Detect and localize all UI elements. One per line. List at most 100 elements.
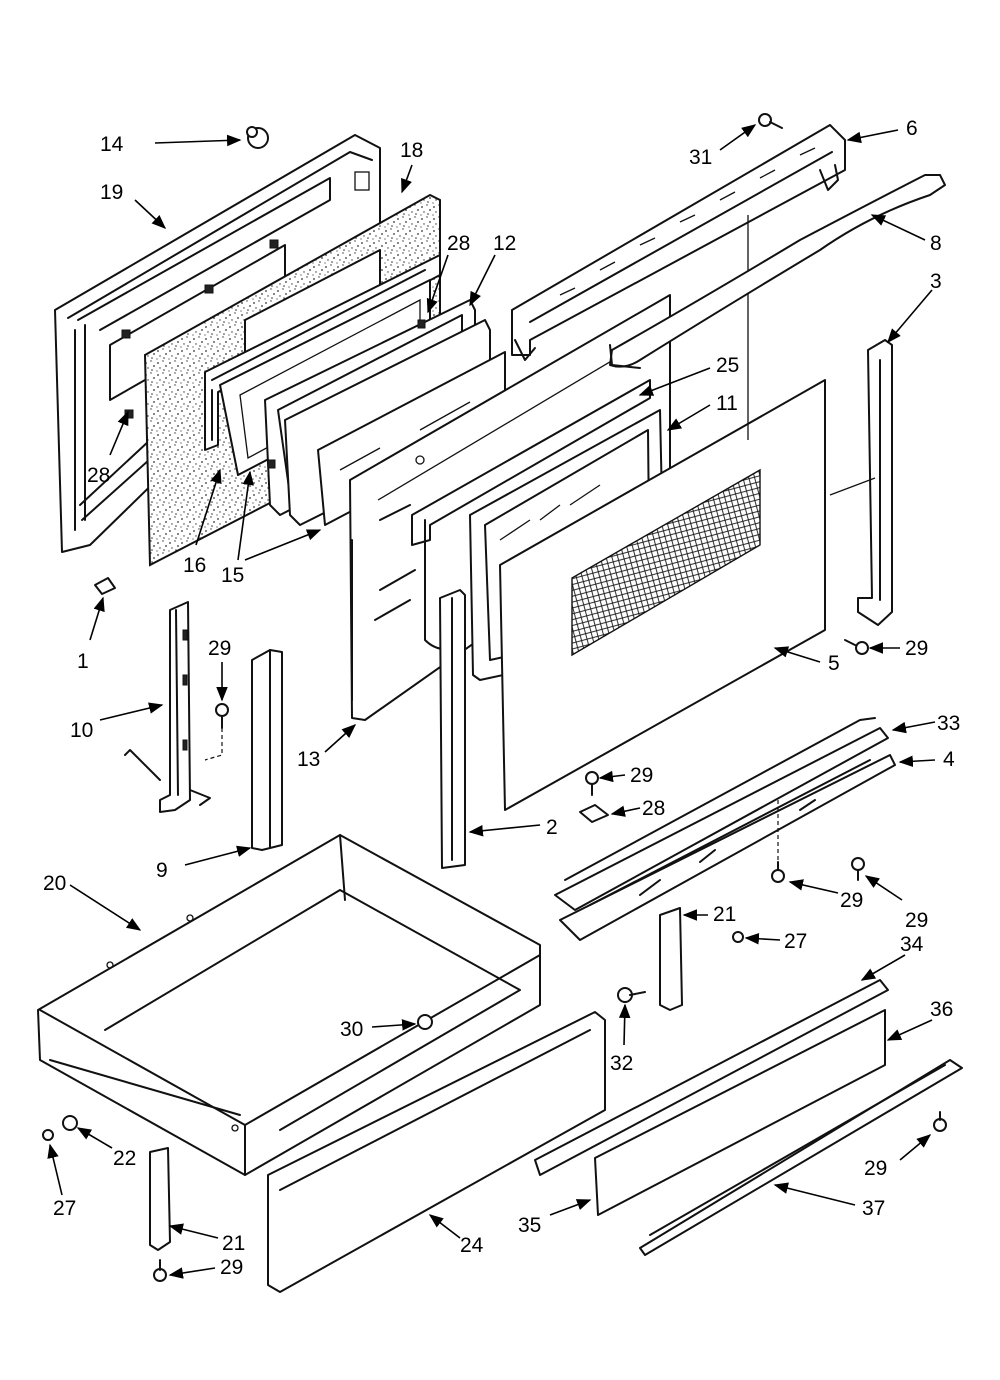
arrow-29-right-b (788, 879, 839, 894)
arrow-19 (134, 199, 167, 229)
arrow-1 (89, 596, 105, 641)
part-29-screw-f (153, 1259, 167, 1282)
arrow-28-mid (610, 805, 641, 817)
part-37-kick-trim (639, 1059, 963, 1256)
arrow-20 (69, 884, 142, 931)
part-34-kick-rail (534, 979, 889, 1176)
arrow-12 (469, 254, 496, 307)
arrow-29-right-c (864, 875, 903, 901)
arrow-15b (244, 529, 322, 561)
label-14: 14 (100, 133, 124, 156)
arrow-21-lower (168, 1223, 219, 1239)
alignment-line-3 (829, 477, 876, 496)
part-31-screw (758, 113, 783, 129)
label-29-left: 29 (208, 637, 231, 660)
part-32-screw (617, 987, 646, 1003)
arrow-4 (898, 755, 936, 768)
arrow-16 (195, 468, 222, 546)
part-2-door-side-trim (439, 589, 466, 869)
label-30: 30 (340, 1018, 363, 1041)
part-29-screw-b (844, 639, 869, 655)
label-31: 31 (689, 146, 712, 169)
label-24: 24 (460, 1234, 484, 1257)
arrow-37 (773, 1182, 856, 1206)
label-18: 18 (400, 139, 423, 162)
part-29-screw-g (933, 1111, 947, 1132)
label-13: 13 (297, 748, 320, 771)
label-29-right-b: 29 (840, 889, 863, 912)
label-34: 34 (900, 933, 924, 956)
label-32: 32 (610, 1052, 633, 1075)
arrow-24 (428, 1214, 461, 1239)
arrow-31 (719, 124, 757, 151)
arrow-28-top (426, 254, 449, 314)
label-3: 3 (930, 270, 942, 293)
part-27-washer-b (42, 1129, 54, 1141)
arrow-29-lower-right (899, 1134, 932, 1161)
label-36: 36 (930, 998, 953, 1021)
arrow-22 (76, 1127, 113, 1149)
part-5-outer-door-glass (499, 379, 826, 811)
label-29-lower-right: 29 (864, 1157, 887, 1180)
label-12: 12 (493, 232, 516, 255)
arrow-9 (184, 845, 252, 866)
arrow-13 (324, 724, 357, 753)
label-21-upper: 21 (713, 903, 736, 926)
part-6-door-trim (511, 124, 846, 361)
arrow-35 (549, 1199, 592, 1216)
arrow-29-mid (598, 770, 626, 783)
label-11: 11 (716, 392, 738, 415)
label-16: 16 (183, 554, 206, 577)
label-20: 20 (43, 872, 66, 895)
arrow-32 (618, 1003, 631, 1046)
label-27-lower: 27 (53, 1197, 76, 1220)
arrow-33 (891, 721, 936, 734)
label-1: 1 (77, 650, 89, 673)
part-1-clip (94, 577, 116, 595)
arrow-36 (886, 1019, 933, 1041)
part-29-screw-c (585, 771, 599, 796)
label-4: 4 (943, 748, 955, 771)
arrow-6 (846, 129, 899, 144)
arrow-10 (99, 702, 164, 721)
label-5: 5 (828, 652, 840, 675)
callout-arrows (47, 124, 936, 1279)
arrow-2 (468, 824, 541, 837)
label-2: 2 (546, 816, 558, 839)
label-15: 15 (221, 564, 244, 587)
label-35: 35 (518, 1214, 541, 1237)
arrow-18 (401, 164, 413, 194)
arrow-5 (773, 646, 821, 663)
part-9-filler-strip (251, 649, 283, 851)
label-29-mid: 29 (630, 764, 653, 787)
part-14-knob (246, 126, 269, 149)
label-29-right: 29 (905, 637, 928, 660)
part-21-mounting-bracket (659, 907, 683, 1011)
label-10: 10 (70, 719, 93, 742)
part-29-screw-a (215, 703, 229, 729)
part-8-door-handle (609, 174, 946, 369)
label-25: 25 (716, 354, 739, 377)
label-9: 9 (156, 859, 168, 882)
arrow-30 (371, 1019, 417, 1031)
arrow-34 (860, 954, 906, 981)
label-29-right-c: 29 (905, 909, 928, 932)
label-28-top: 28 (447, 232, 470, 255)
label-22: 22 (113, 1147, 136, 1170)
label-28-mid: 28 (642, 797, 665, 820)
callout-labels: 14 19 18 28 12 28 16 15 6 31 8 3 25 11 5… (43, 117, 960, 1279)
arrow-28-left (109, 410, 129, 456)
arrow-3 (887, 289, 933, 344)
label-29-bottom: 29 (220, 1256, 243, 1279)
label-21-lower: 21 (222, 1232, 245, 1255)
part-21-mounting-bracket-lower (149, 1147, 171, 1251)
part-10-side-bracket (124, 601, 211, 813)
arrow-29-bottom (168, 1267, 216, 1279)
part-4-lower-rail (559, 754, 896, 941)
part-30-screw (417, 1014, 433, 1030)
part-33-front-rail (554, 717, 889, 911)
label-8: 8 (930, 232, 942, 255)
arrow-15a (237, 470, 254, 561)
part-22-bumper (62, 1115, 78, 1131)
